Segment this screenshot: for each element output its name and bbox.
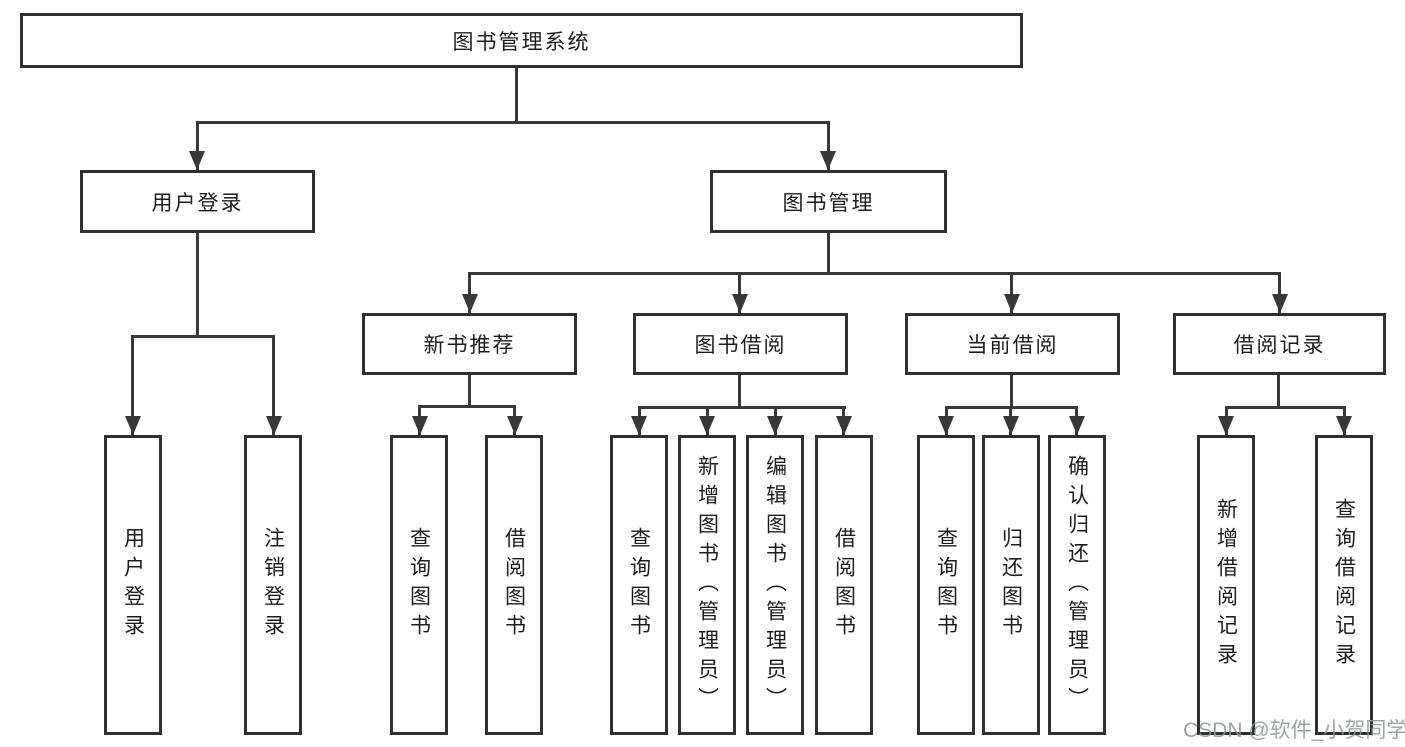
connector-line xyxy=(196,233,199,335)
leaf-label: 新增借阅记录 xyxy=(1214,498,1238,672)
connector-line xyxy=(827,121,830,170)
arrowhead xyxy=(1336,416,1352,435)
node-book-management: 图书管理 xyxy=(710,170,947,233)
node-label: 图书借阅 xyxy=(694,334,787,357)
leaf-user-login: 用户登录 xyxy=(104,435,162,735)
node-label: 新书推荐 xyxy=(423,334,516,357)
arrowhead xyxy=(266,416,282,435)
connector-line xyxy=(196,121,199,170)
connector-line xyxy=(468,375,471,405)
leaf-label: 借阅图书 xyxy=(832,527,856,643)
leaf-label: 用户登录 xyxy=(121,527,145,643)
node-label: 借阅记录 xyxy=(1233,334,1326,357)
arrowhead xyxy=(767,416,783,435)
node-book-borrowing: 图书借阅 xyxy=(633,313,848,375)
arrowhead xyxy=(938,416,954,435)
connector-line xyxy=(515,68,518,121)
arrowhead xyxy=(1272,294,1288,313)
leaf-edit-books-admin: 编辑图书（管理员） xyxy=(746,435,804,735)
leaf-label: 注销登录 xyxy=(261,527,285,643)
leaf-query-books-recommend: 查询图书 xyxy=(390,435,448,735)
node-label: 图书管理 xyxy=(782,191,875,215)
connector-line xyxy=(1225,406,1346,409)
connector-line xyxy=(827,233,830,272)
connector-line xyxy=(1277,375,1280,406)
connector-line xyxy=(1010,375,1013,406)
arrowhead xyxy=(836,416,852,435)
leaf-label: 确认归还（管理员） xyxy=(1065,454,1089,716)
arrowhead xyxy=(1004,294,1020,313)
connector-line xyxy=(1278,272,1281,313)
arrowhead xyxy=(820,151,836,170)
node-borrowing-records: 借阅记录 xyxy=(1173,313,1386,375)
leaf-return-books: 归还图书 xyxy=(982,435,1040,735)
leaf-label: 归还图书 xyxy=(999,527,1023,643)
connector-line xyxy=(468,272,471,313)
arrowhead xyxy=(462,294,478,313)
arrowhead xyxy=(189,151,205,170)
connector-line xyxy=(638,406,846,409)
leaf-label: 查询图书 xyxy=(934,527,958,643)
node-current-borrowing: 当前借阅 xyxy=(905,313,1120,375)
csdn-watermark: CSDN @软件_小贺同学 xyxy=(1183,719,1405,742)
connector-line xyxy=(418,405,516,408)
leaf-label: 查询借阅记录 xyxy=(1332,498,1356,672)
arrowhead xyxy=(699,416,715,435)
connector-line xyxy=(468,272,1281,275)
arrowhead xyxy=(125,416,141,435)
leaf-query-books-current: 查询图书 xyxy=(917,435,975,735)
node-user-login: 用户登录 xyxy=(80,170,315,233)
node-library-system: 图书管理系统 xyxy=(20,13,1023,68)
connector-line xyxy=(131,335,274,338)
arrowhead xyxy=(1069,416,1085,435)
node-label: 用户登录 xyxy=(151,191,244,215)
connector-line xyxy=(196,121,830,124)
node-new-book-recommend: 新书推荐 xyxy=(362,313,577,375)
leaf-label: 编辑图书（管理员） xyxy=(763,454,787,716)
node-label: 当前借阅 xyxy=(966,334,1059,357)
arrowhead xyxy=(1218,416,1234,435)
leaf-query-books-borrowing: 查询图书 xyxy=(610,435,668,735)
leaf-borrow-books-recommend: 借阅图书 xyxy=(485,435,543,735)
connector-line xyxy=(272,335,275,435)
leaf-label: 借阅图书 xyxy=(502,527,526,643)
leaf-add-books-admin: 新增图书（管理员） xyxy=(678,435,736,735)
arrowhead xyxy=(412,416,428,435)
arrowhead xyxy=(1003,416,1019,435)
arrowhead xyxy=(732,294,748,313)
leaf-label: 查询图书 xyxy=(407,527,431,643)
leaf-confirm-return-admin: 确认归还（管理员） xyxy=(1048,435,1106,735)
leaf-label: 查询图书 xyxy=(627,527,651,643)
connector-line xyxy=(1010,272,1013,313)
leaf-add-borrow-record: 新增借阅记录 xyxy=(1197,435,1255,735)
leaf-query-borrow-record: 查询借阅记录 xyxy=(1315,435,1373,735)
leaf-borrow-books: 借阅图书 xyxy=(815,435,873,735)
arrowhead xyxy=(631,416,647,435)
connector-line xyxy=(131,335,134,435)
arrowhead xyxy=(507,416,523,435)
leaf-label: 新增图书（管理员） xyxy=(695,454,719,716)
leaf-logout: 注销登录 xyxy=(244,435,302,735)
connector-line xyxy=(738,375,741,406)
node-label: 图书管理系统 xyxy=(452,30,591,54)
connector-line xyxy=(738,272,741,313)
